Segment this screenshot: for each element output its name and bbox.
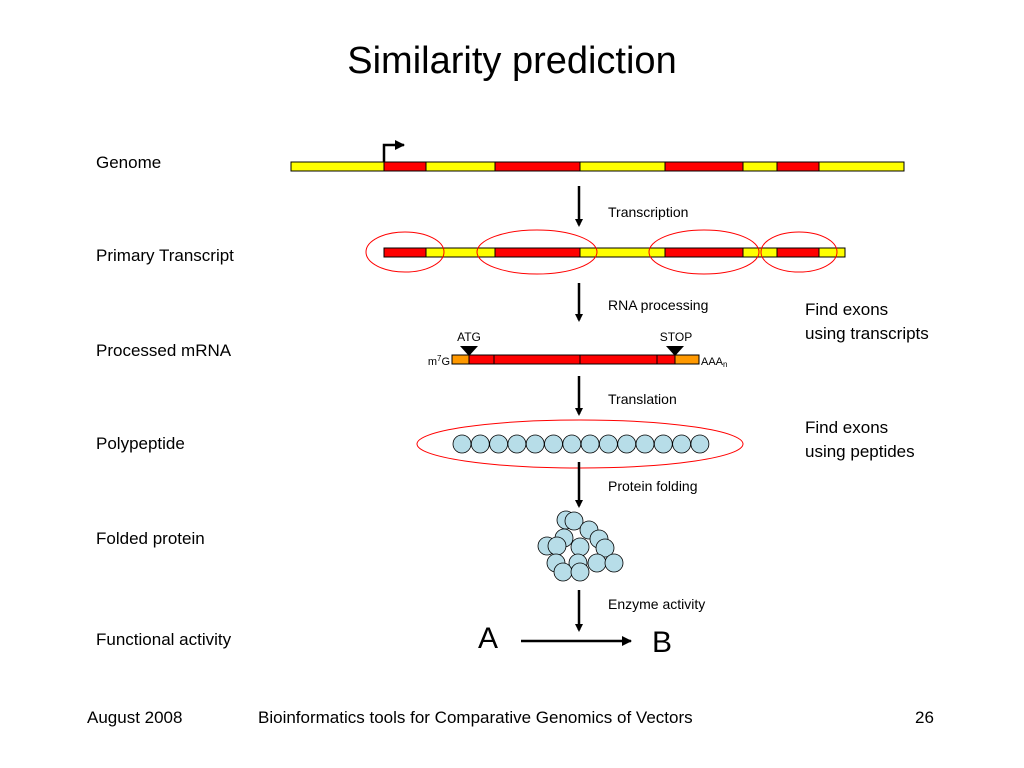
folded-protein [537,510,624,582]
slide-title: Similarity prediction [347,40,677,82]
promoter-arrow [382,140,405,162]
stop-codon-label: STOP [660,330,692,344]
footer-course-title: Bioinformatics tools for Comparative Gen… [258,708,693,727]
processed-mrna-strand: ATG STOP m7G AAAn [428,330,728,369]
genome-exon-2 [494,161,581,172]
stop-codon-marker-icon [666,346,684,356]
folded-residue [570,537,590,557]
note-transcripts-line1: Find exons [805,300,889,319]
polypeptide-residue [470,434,490,454]
mrna-coding-region [468,354,676,365]
genome-exon-1 [383,161,427,172]
polypeptide-residue [599,434,618,454]
exon-ring-1 [365,231,445,273]
polypeptide-residue [507,434,527,454]
primary-transcript-strand [365,229,846,275]
exon-ring-2 [476,229,598,275]
row-label-genome: Genome [96,153,162,172]
genome-exon-3 [664,161,744,172]
polypeptide-residue [489,434,509,454]
note-transcripts-line2: using transcripts [805,324,929,343]
row-label-polypeptide: Polypeptide [96,434,185,453]
folded-residue [547,536,567,556]
transcript-intron-backbone [383,247,846,258]
folded-residue [604,553,624,573]
note-exons-transcripts: Find exons using transcripts [805,298,929,346]
note-exons-peptides: Find exons using peptides [805,416,915,464]
polypeptide-residue [690,434,710,454]
polypeptide-residue [452,434,472,454]
substrate-a: A [478,622,498,655]
mrna-5utr [451,354,470,365]
polya-tail-label: AAAn [701,356,727,369]
folded-residue [553,562,573,582]
transcript-exon-1 [383,247,427,258]
row-label-folded-protein: Folded protein [96,529,205,548]
cap-label: m7G [428,354,450,368]
row-label-processed-mrna: Processed mRNA [96,341,232,360]
footer-page-number: 26 [915,708,934,727]
polypeptide-residue [635,434,655,454]
transcript-exon-2 [494,247,581,258]
folded-residue [595,538,615,558]
exon-ring-3 [648,229,760,275]
note-peptides-line1: Find exons [805,418,889,437]
footer-date: August 2008 [87,708,183,727]
step-label-rna-processing: RNA processing [608,297,709,313]
note-peptides-line2: using peptides [805,442,915,461]
polypeptide-chain [416,419,744,469]
folded-residue [564,511,584,531]
transcript-exon-3 [664,247,744,258]
genome-exon-4 [776,161,820,172]
genome-strand [290,140,905,172]
genome-intron-backbone [290,161,905,172]
folded-residue [570,562,590,582]
row-label-functional-activity: Functional activity [96,630,232,649]
folded-residue [587,553,607,573]
mrna-3utr [674,354,700,365]
polypeptide-residue [562,434,582,454]
step-label-transcription: Transcription [608,204,689,220]
row-label-primary-transcript: Primary Transcript [96,246,234,265]
start-codon-marker-icon [460,346,478,356]
step-label-enzyme-activity: Enzyme activity [608,596,706,612]
exon-ring-4 [760,231,838,273]
polypeptide-residue [525,434,545,454]
polypeptide-residue [544,434,563,454]
start-codon-label: ATG [457,330,481,344]
step-label-protein-folding: Protein folding [608,478,698,494]
polypeptide-residue [617,434,637,454]
product-b: B [652,626,672,659]
polypeptide-residue [653,434,673,454]
transcript-exon-4 [776,247,820,258]
polypeptide-residue [580,434,600,454]
polypeptide-residue [672,434,691,454]
step-label-translation: Translation [608,391,677,407]
